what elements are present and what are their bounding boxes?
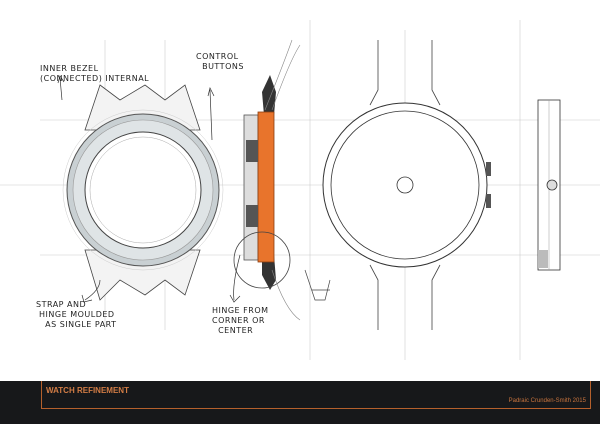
author-credit: Padraic Crunden-Smith 2015: [508, 398, 586, 404]
watch-front-view-outline: [304, 40, 491, 330]
footer-frame: [41, 381, 591, 409]
annotation-hinge-position: HINGE FROM CORNER OR CENTER: [212, 306, 269, 335]
watch-front-view-bezel: [62, 84, 224, 301]
watch-side-view-outline: [537, 99, 561, 271]
annotation-arrows: [57, 75, 241, 303]
watch-side-view: [233, 39, 301, 321]
watch-sketch-drawing: [0, 20, 600, 360]
annotation-strap-hinge: STRAP AND HINGE MOULDED AS SINGLE PART: [36, 300, 117, 329]
annotation-inner-bezel: INNER BEZEL (CONNECTED) INTERNAL: [40, 64, 150, 83]
footer-bar: WATCH REFINEMENT Padraic Crunden-Smith 2…: [0, 381, 600, 424]
page-title: WATCH REFINEMENT: [46, 386, 129, 395]
annotation-control-buttons: CONTROL BUTTONS: [196, 52, 244, 71]
